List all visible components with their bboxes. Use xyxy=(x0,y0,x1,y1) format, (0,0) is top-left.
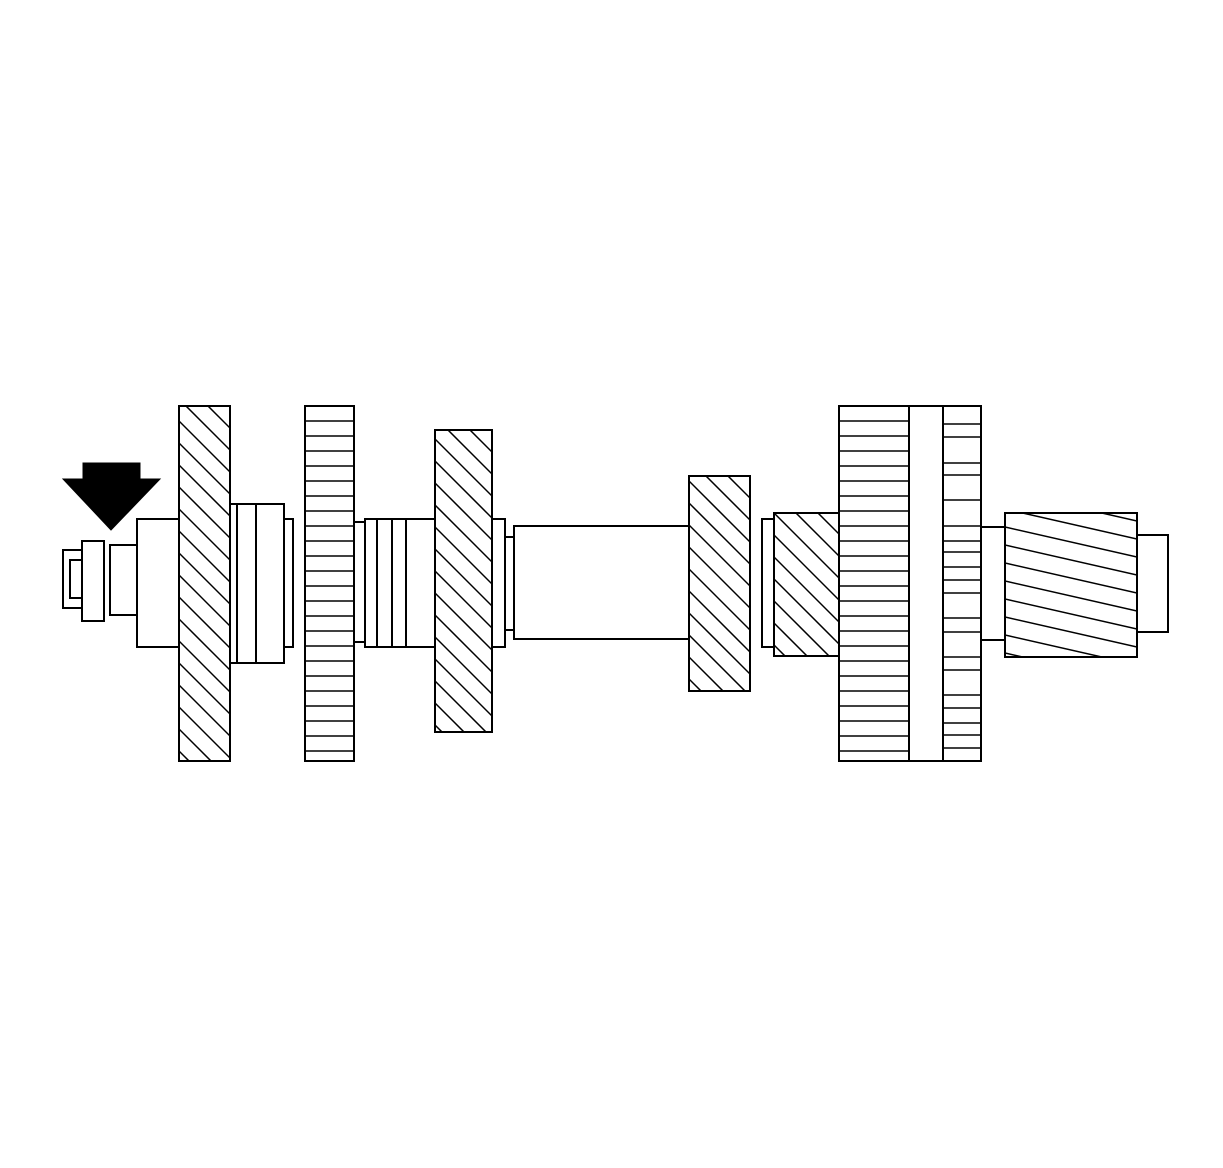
hatch-line xyxy=(435,636,492,695)
helix-line xyxy=(1005,544,1137,576)
helix-line xyxy=(1098,513,1137,522)
hatch-line xyxy=(179,552,230,605)
hatch-line xyxy=(206,406,230,429)
hatch-line xyxy=(490,430,492,431)
arrow-down-icon xyxy=(61,462,162,531)
hatch-line xyxy=(689,568,750,631)
helix-line xyxy=(1005,634,1106,657)
hatch-line xyxy=(435,570,492,629)
hatch-line xyxy=(435,548,492,607)
hatch-line xyxy=(228,406,230,407)
hatch-line xyxy=(774,578,840,646)
hatch-line xyxy=(435,680,488,732)
hatch-line xyxy=(816,513,840,536)
hatch-line xyxy=(794,513,840,558)
hatch-line xyxy=(689,701,750,762)
hatch-line xyxy=(774,534,840,602)
shaft-end-section xyxy=(136,518,182,648)
hatch-line xyxy=(689,634,747,691)
gear-6 xyxy=(838,405,910,762)
hatch-line xyxy=(774,556,840,624)
gear-5-spacer xyxy=(761,518,775,648)
pinion-collar xyxy=(980,526,1006,641)
hatch-line xyxy=(435,658,492,717)
hatch-line xyxy=(689,480,750,543)
hatch-line xyxy=(179,574,230,627)
helix-line xyxy=(1005,526,1137,558)
gear-1 xyxy=(178,405,231,846)
hatch-line xyxy=(435,614,492,673)
hatch-line xyxy=(179,640,230,693)
hatch-line xyxy=(435,724,444,732)
helix-line xyxy=(1005,598,1137,630)
input-pinion xyxy=(1004,473,1138,658)
bearing-1 xyxy=(353,518,436,648)
helix-line xyxy=(1005,562,1137,594)
hatch-line xyxy=(435,504,492,563)
hatch-line xyxy=(774,711,840,777)
hatch-line xyxy=(774,667,840,733)
hatch-line xyxy=(435,460,492,519)
hatch-line xyxy=(179,618,230,671)
hatch-line xyxy=(446,430,492,475)
hatch-line xyxy=(774,689,840,755)
hatch-line xyxy=(689,524,750,587)
hatch-line xyxy=(689,502,750,565)
synchronizer-hub-1 xyxy=(229,503,294,664)
washer xyxy=(81,540,105,622)
hatch-line xyxy=(774,600,831,656)
hatch-line xyxy=(689,723,750,784)
gear-7-hub xyxy=(908,405,944,762)
helix-line xyxy=(1005,580,1137,612)
gear-5 xyxy=(773,512,841,777)
hatch-line xyxy=(704,476,750,521)
hatch-line xyxy=(179,508,230,561)
hatch-line xyxy=(435,526,492,585)
spacer xyxy=(109,544,139,616)
hatch-line xyxy=(179,773,230,824)
hatch-line xyxy=(774,513,840,580)
hatch-line xyxy=(179,662,230,715)
gear-7 xyxy=(942,405,982,762)
hatch-line xyxy=(435,769,492,826)
hatch-line xyxy=(184,406,230,451)
hatch-line xyxy=(689,546,750,609)
helix-line xyxy=(1005,616,1137,648)
gear-3 xyxy=(434,429,493,826)
shaft-center-section xyxy=(491,518,690,648)
hatch-line xyxy=(435,438,492,497)
hatch-line xyxy=(179,420,230,473)
hatch-line xyxy=(179,795,230,846)
hatch-line xyxy=(689,590,750,653)
hatch-line xyxy=(179,442,230,495)
hatch-line xyxy=(179,596,230,649)
hatch-line xyxy=(748,476,750,477)
hatch-line xyxy=(689,612,750,675)
hatch-line xyxy=(179,464,230,517)
hatch-line xyxy=(435,482,492,541)
hatch-line xyxy=(689,745,750,806)
hatch-line xyxy=(838,513,840,514)
hatch-line xyxy=(468,430,492,453)
hatch-line xyxy=(689,656,725,691)
helix-line xyxy=(1005,473,1137,503)
hatch-line xyxy=(179,706,230,759)
hatch-line xyxy=(435,592,492,651)
shaft-stub xyxy=(1136,534,1169,633)
hatch-line xyxy=(179,728,213,761)
gear-4 xyxy=(688,475,751,806)
hatch-line xyxy=(435,747,492,804)
gear-2 xyxy=(304,405,355,762)
hatch-line xyxy=(689,678,703,691)
hatch-line xyxy=(179,684,230,737)
end-nut xyxy=(62,549,85,609)
hatch-line xyxy=(179,530,230,583)
hatch-line xyxy=(774,622,809,656)
hatch-line xyxy=(726,476,750,499)
hatch-line xyxy=(179,486,230,539)
hatch-line xyxy=(179,750,191,761)
